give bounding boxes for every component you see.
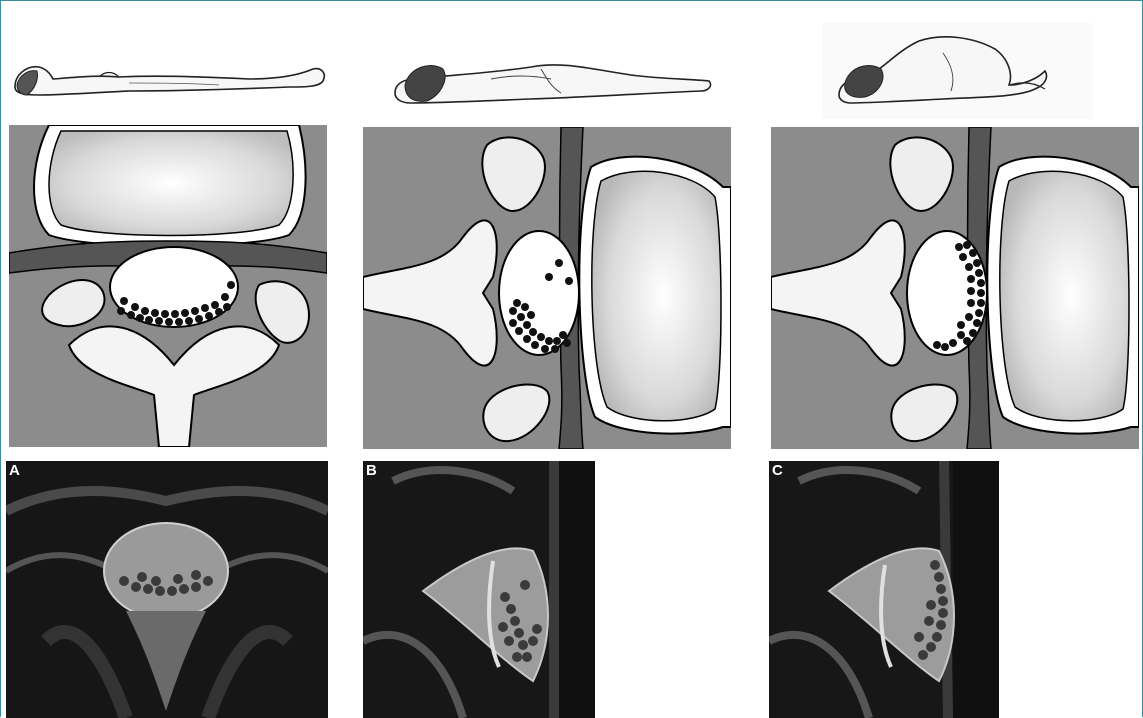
patient-figure-prone [391,45,716,107]
patient-figure-lateral [823,23,1093,119]
panel-label-c: C [772,462,783,479]
panel-label-b: B [366,462,377,479]
anatomy-diagram-supine [9,125,327,447]
mri-panel-a: A [6,461,328,718]
mri-panel-b: B [363,461,595,718]
anatomy-diagram-lateral [771,127,1139,449]
panel-label-a: A [9,462,20,479]
mri-panel-c: C [769,461,999,718]
patient-figure-supine [9,53,329,113]
anatomy-diagram-prone [363,127,731,449]
